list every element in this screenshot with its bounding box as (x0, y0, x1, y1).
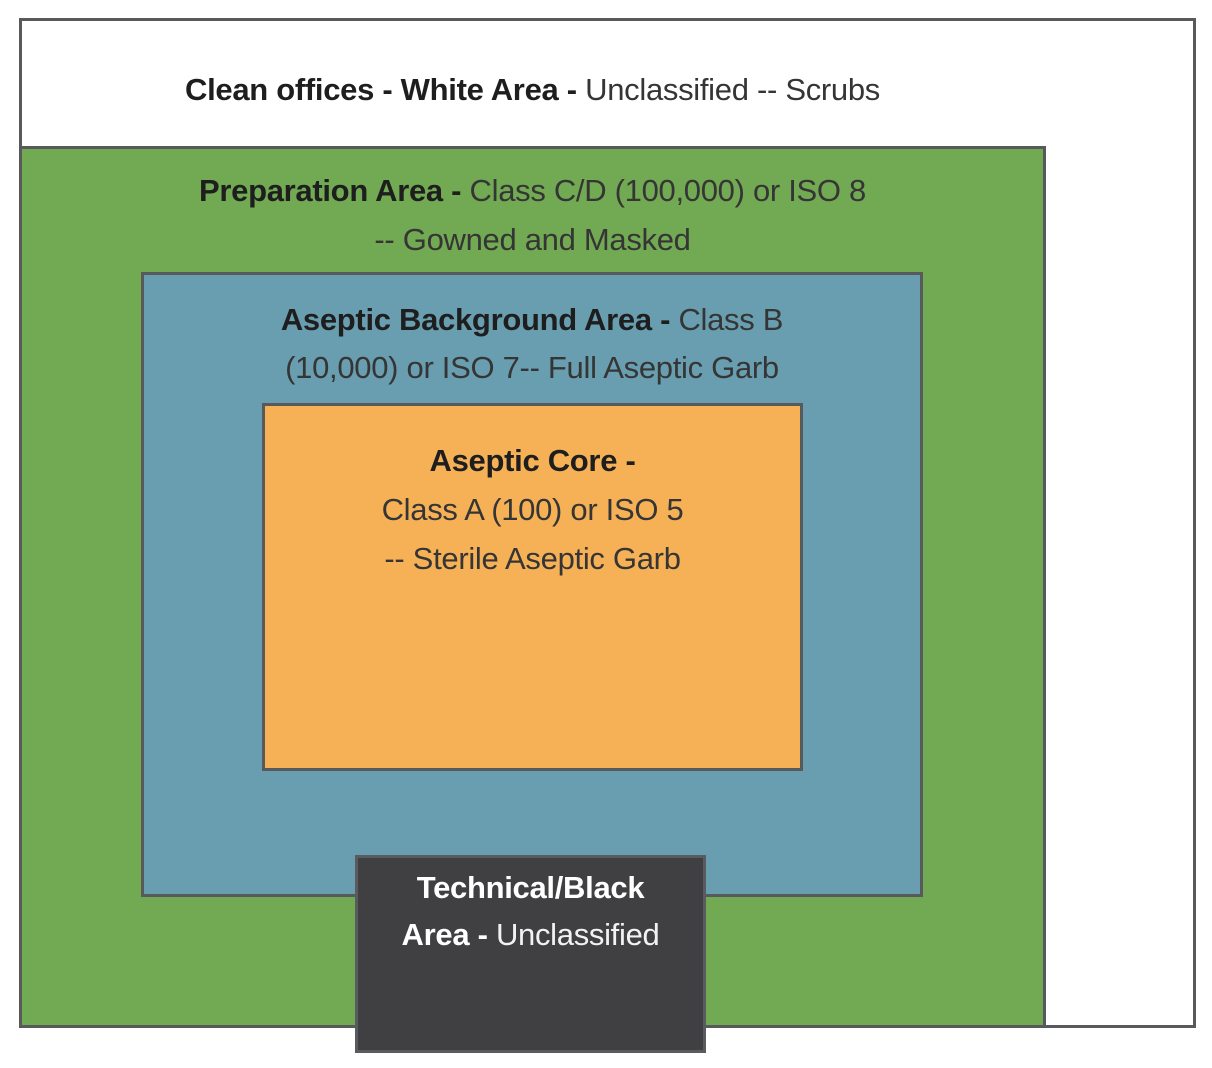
aseptic-core-label-line2: Class A (100) or ISO 5 (381, 492, 684, 527)
aseptic-background-label-line2: (10,000) or ISO 7-- Full Aseptic Garb (285, 350, 779, 385)
aseptic-background-label-line1: Aseptic Background Area - Class B (141, 296, 923, 344)
technical-label-line1: Technical/Black (355, 864, 706, 911)
preparation-area-label-line2: -- Gowned and Masked (374, 222, 691, 257)
clean-offices-label-regular: Unclassified -- Scrubs (585, 72, 881, 107)
technical-black-area-label: Technical/Black Area - Unclassified (355, 864, 706, 958)
technical-label-line2-bold: Area - (401, 917, 488, 952)
aseptic-core-label-bold: Aseptic Core - (429, 443, 636, 478)
technical-label-line1-bold: Technical/Black (416, 870, 645, 905)
clean-offices-label: Clean offices - White Area - Unclassifie… (19, 68, 1046, 112)
clean-offices-label-bold: Clean offices - White Area - (184, 72, 577, 107)
aseptic-core-box (262, 403, 803, 771)
aseptic-core-label: Aseptic Core - Class A (100) or ISO 5 --… (262, 436, 803, 583)
preparation-area-label-regular: Class C/D (100,000) or ISO 8 (469, 173, 867, 208)
aseptic-background-label-regular: Class B (678, 302, 784, 337)
technical-label-line2: Area - Unclassified (355, 911, 706, 958)
preparation-area-label-line1: Preparation Area - Class C/D (100,000) o… (19, 166, 1046, 215)
technical-black-area-box (355, 855, 706, 1053)
aseptic-core-label-line1: Aseptic Core - (262, 436, 803, 485)
aseptic-core-label-line3: -- Sterile Aseptic Garb (384, 541, 681, 576)
preparation-area-label-bold: Preparation Area - (198, 173, 462, 208)
aseptic-background-label-bold: Aseptic Background Area - (280, 302, 671, 337)
technical-label-line2-regular: Unclassified (495, 917, 660, 952)
preparation-area-label: Preparation Area - Class C/D (100,000) o… (19, 166, 1046, 264)
aseptic-background-label: Aseptic Background Area - Class B (10,00… (141, 296, 923, 392)
